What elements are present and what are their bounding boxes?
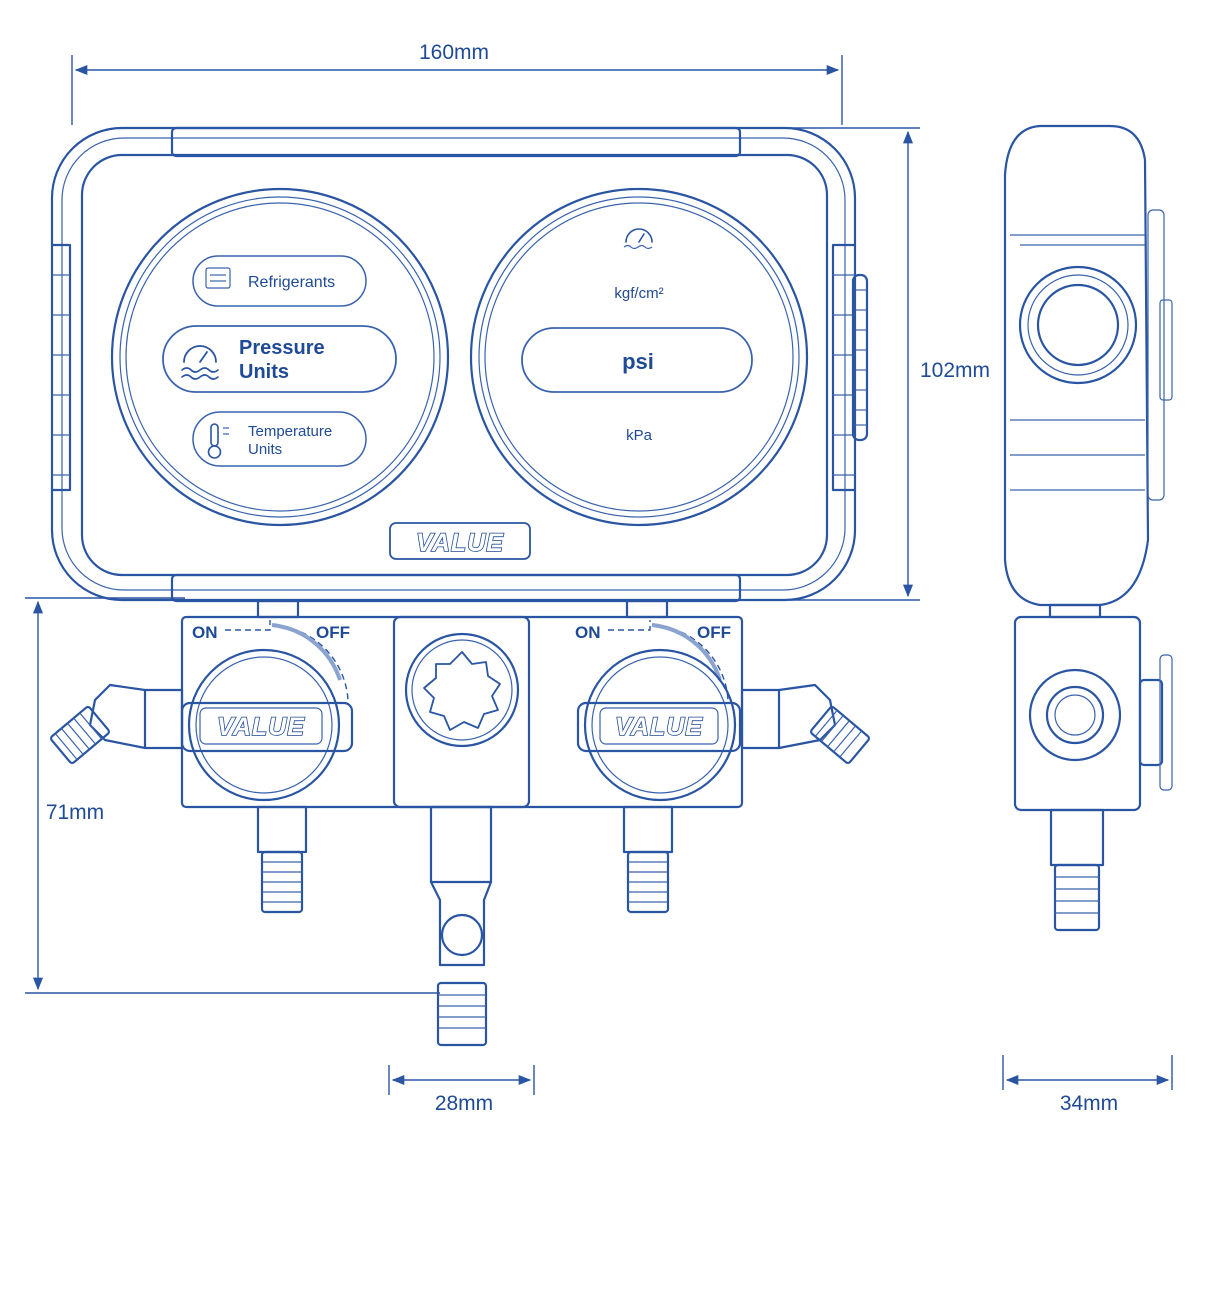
- refrigerants-menu-item[interactable]: Refrigerants: [192, 255, 367, 307]
- manifold-block: [50, 599, 870, 1047]
- right-valve-brand: VALUE: [615, 713, 703, 741]
- brand-logo: VALUE: [389, 522, 531, 560]
- unit-kpa[interactable]: kPa: [626, 427, 653, 444]
- left-valve-on-label: ON: [192, 623, 218, 642]
- brand-logo-text: VALUE: [416, 529, 504, 557]
- left-valve-off-label: OFF: [316, 623, 350, 642]
- dim-width-label: 160mm: [419, 41, 489, 64]
- right-valve-off-label: OFF: [697, 623, 731, 642]
- pressure-label-line1: Pressure: [239, 337, 325, 359]
- thermometer-icon: [207, 423, 229, 459]
- gauge-icon: [181, 345, 219, 380]
- temperature-label-line2: Units: [248, 441, 282, 458]
- front-body: [50, 126, 869, 603]
- dim-manifold-height-label: 71mm: [46, 801, 104, 824]
- right-gauge: kgf/cm² psi kPa: [469, 187, 809, 527]
- dim-height-label: 102mm: [920, 359, 990, 382]
- dimension-lines: [25, 55, 1173, 1095]
- right-valve-knob[interactable]: ON OFF VALUE: [575, 620, 742, 802]
- temperature-units-menu-item[interactable]: Temperature Units: [192, 411, 367, 467]
- dim-center-width-label: 28mm: [435, 1092, 493, 1115]
- gauge-small-icon: [623, 228, 653, 250]
- sight-glass-star: [423, 651, 501, 731]
- left-valve-brand: VALUE: [217, 713, 305, 741]
- temperature-label-line1: Temperature: [248, 423, 332, 440]
- left-valve-knob[interactable]: ON OFF VALUE: [180, 620, 354, 802]
- pressure-label-line2: Units: [239, 361, 289, 383]
- dim-depth-label: 34mm: [1060, 1092, 1118, 1115]
- right-valve-on-label: ON: [575, 623, 601, 642]
- left-gauge: Refrigerants Pressure Units Temperature: [110, 187, 450, 527]
- unit-kgf-cm2[interactable]: kgf/cm²: [614, 285, 663, 302]
- unit-psi-label: psi: [622, 349, 654, 374]
- side-view: [1003, 124, 1173, 932]
- unit-psi-selected[interactable]: psi: [521, 327, 753, 393]
- pressure-units-menu-item[interactable]: Pressure Units: [162, 325, 397, 393]
- document-icon: [205, 267, 231, 289]
- refrigerants-label: Refrigerants: [248, 274, 335, 291]
